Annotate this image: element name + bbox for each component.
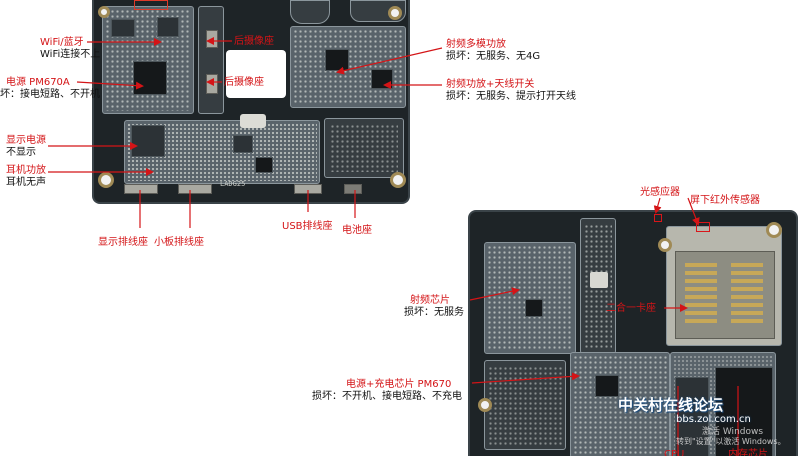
mainboard-top-view: LADG25 [92,0,410,204]
memory-label: 内存芯片 [728,449,768,456]
rf-chip-desc: 损坏：无服务 [404,307,464,318]
pmic-desc: 坏：接电短路、不开机 [0,89,100,100]
display-power-desc: 不显示 [6,147,36,158]
usb-connector-label: USB排线座 [282,221,333,232]
pmic-label: 电源 PM670A [6,77,70,88]
lower-shield [124,120,320,184]
mainboard-bottom-view [468,210,798,456]
subboard-connector-label: 小板排线座 [154,237,204,248]
sim-slot-label: 二合一卡座 [606,303,656,314]
display-connector-label: 显示排线座 [98,237,148,248]
earphone-amp-label: 耳机功放 [6,165,46,176]
activate-windows-hint: 转到"设置"以激活 Windows。 [676,437,786,446]
site-watermark: 中关村在线论坛 [618,396,724,414]
cpu-chip [675,377,709,456]
rf-switch-desc: 损坏：无服务、提示打开天线 [446,91,576,102]
rf-shield [290,26,406,108]
left-shield [102,6,194,114]
rf-pa-desc: 损坏：无服务、无4G [446,51,541,62]
subboard-connector [178,184,212,194]
rf-switch-label: 射频功放+天线开关 [446,79,535,90]
charge-pmic-label: 电源+充电芯片 PM670 [346,379,452,390]
sim-tray [666,226,782,346]
memory-chip [715,367,773,456]
wifi-label: WiFi/蓝牙 [40,37,84,48]
light-sensor-label: 光感应器 [640,187,680,198]
ir-sensor-marker [696,222,710,232]
rear-camera-label-2: 后摄像座 [224,77,264,88]
rf-chip [525,299,543,317]
charge-pmic-chip [595,375,619,397]
ir-sensor-label: 屏下红外传感器 [690,195,760,206]
pmic-shield [570,352,670,456]
display-connector [124,184,158,194]
charge-pmic-desc: 损坏：不开机、接电短路、不充电 [312,391,462,402]
light-sensor-marker [654,214,662,222]
activate-windows-title: 激活 Windows [702,427,764,437]
rf-chip-label: 射频芯片 [410,295,450,306]
wifi-desc: WiFi连接不上 [40,49,101,60]
cpu-label: CPU [664,449,685,456]
rf-chip-shield [484,242,576,354]
rear-camera-label-1: 后摄像座 [234,36,274,47]
earphone-amp-desc: 耳机无声 [6,177,46,188]
battery-connector-label: 电池座 [342,225,372,236]
battery-connector [344,184,362,194]
display-power-label: 显示电源 [6,135,46,146]
rf-pa-label: 射频多模功放 [446,39,506,50]
board-marking: LADG25 [220,180,246,188]
site-url-watermark: bbs.zol.com.cn [676,414,751,425]
cpu-memory-shield [670,352,776,456]
